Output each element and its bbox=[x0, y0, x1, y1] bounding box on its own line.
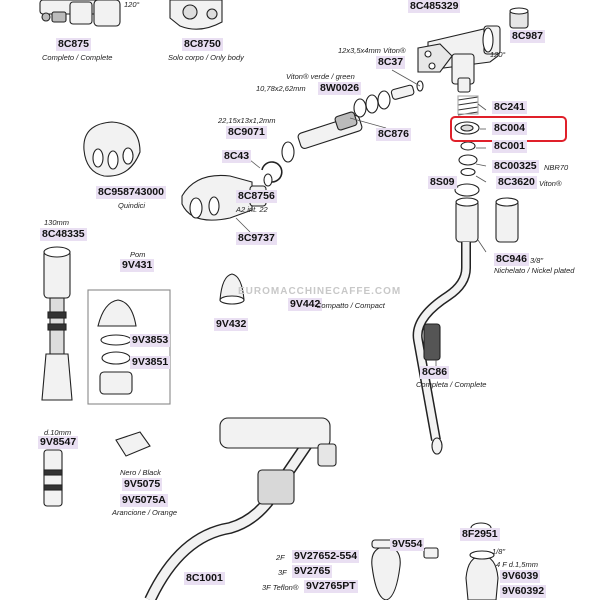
part-code-8f2951: 8F2951 bbox=[460, 528, 500, 541]
part-code-8c876: 8C876 bbox=[376, 128, 411, 141]
note-a2int: A2 int. 22 bbox=[236, 205, 268, 214]
part-code-8c8756: 8C8756 bbox=[236, 190, 277, 203]
part-code-9v27652: 9V27652-554 bbox=[292, 550, 360, 563]
part-code-8c3620: 8C3620 bbox=[496, 176, 537, 189]
part-code-9v6039: 9V6039 bbox=[500, 570, 541, 583]
note-nichelato: Nichelato / Nickel plated bbox=[494, 266, 575, 275]
part-code-9v2765: 9V2765 bbox=[292, 565, 333, 578]
part-code-9v3853: 9V3853 bbox=[130, 334, 171, 347]
part-8s09 bbox=[454, 183, 480, 197]
note-completo: Completo / Complete bbox=[42, 53, 113, 62]
part-code-9v554: 9V554 bbox=[390, 538, 425, 551]
part-8c1001 bbox=[144, 417, 337, 600]
part-code-8c958743000: 8C958743000 bbox=[96, 186, 166, 199]
part-8c86 bbox=[412, 242, 471, 455]
note-38: 3/8" bbox=[530, 256, 544, 265]
note-120-a: 120° bbox=[124, 0, 140, 9]
part-code-8c37: 8C37 bbox=[376, 56, 406, 69]
part-orings bbox=[353, 80, 424, 118]
watermark: EUROMACCHINECAFFE.COM bbox=[238, 286, 402, 297]
note-arancione: Arancione / Orange bbox=[112, 508, 178, 517]
part-code-8c86: 8C86 bbox=[420, 366, 450, 379]
part-8c8756 bbox=[263, 173, 273, 187]
part-8c987 bbox=[509, 7, 529, 29]
note-neroblack: Nero / Black bbox=[120, 468, 161, 477]
part-code-9v442: 9V442 bbox=[288, 298, 323, 311]
note-120-b: 120° bbox=[490, 50, 506, 59]
part-8c875 bbox=[39, 0, 121, 27]
part-code-8c241: 8C241 bbox=[492, 101, 527, 114]
part-8c241 bbox=[457, 95, 479, 116]
note-4f: 4 F d.1,5mm bbox=[496, 560, 538, 569]
part-9v431 bbox=[87, 289, 171, 405]
part-tips bbox=[371, 522, 499, 600]
part-code-8c001: 8C001 bbox=[492, 140, 527, 153]
part-code-8c9737: 8C9737 bbox=[236, 232, 277, 245]
part-code-8c48335: 8C48335 bbox=[40, 228, 87, 241]
note-2f: 2F bbox=[276, 553, 285, 562]
part-code-8c485329: 8C485329 bbox=[408, 0, 461, 13]
part-code-9v5075a: 9V5075A bbox=[120, 494, 168, 507]
part-code-8c00325: 8C00325 bbox=[492, 160, 539, 173]
part-8c958743000 bbox=[83, 121, 141, 177]
part-8c9071 bbox=[281, 141, 295, 163]
part-9v8547 bbox=[43, 449, 63, 507]
part-8c43 bbox=[261, 161, 283, 183]
part-8c946 bbox=[455, 197, 519, 243]
part-code-8c946: 8C946 bbox=[494, 253, 529, 266]
note-compatto: Compatto / Compact bbox=[316, 301, 385, 310]
part-9v432 bbox=[219, 273, 245, 305]
note-d10: d.10mm bbox=[44, 428, 72, 437]
part-code-9v431: 9V431 bbox=[120, 259, 155, 272]
part-code-9v3851: 9V3851 bbox=[130, 356, 171, 369]
part-code-8s09: 8S09 bbox=[428, 176, 457, 189]
part-code-8c8750: 8C8750 bbox=[182, 38, 223, 51]
part-code-9v8547: 9V8547 bbox=[38, 436, 79, 449]
note-18: 1/8" bbox=[492, 547, 506, 556]
note-12x35: 12x3,5x4mm Viton® bbox=[338, 46, 406, 55]
part-code-8w0026: 8W0026 bbox=[318, 82, 362, 95]
note-viton: Viton® bbox=[539, 179, 562, 188]
part-code-8c004: 8C004 bbox=[492, 122, 527, 135]
part-9v5075 bbox=[115, 431, 151, 457]
part-8c8750 bbox=[169, 0, 223, 30]
part-code-8c9071: 8C9071 bbox=[226, 126, 267, 139]
note-vitonverde: Viton® verde / green bbox=[286, 72, 355, 81]
note-1078: 10,78x2,62mm bbox=[256, 84, 306, 93]
part-code-8c987: 8C987 bbox=[510, 30, 545, 43]
note-pom: Pom bbox=[130, 250, 146, 259]
note-nbr70: NBR70 bbox=[544, 163, 569, 172]
note-solocorpo: Solo corpo / Only body bbox=[168, 53, 244, 62]
note-3f: 3F bbox=[278, 568, 287, 577]
note-2215: 22,15x13x1,2mm bbox=[218, 116, 276, 125]
part-8c485329 bbox=[417, 25, 501, 93]
part-code-8c875: 8C875 bbox=[56, 38, 91, 51]
note-130: 130mm bbox=[44, 218, 70, 227]
part-code-8c43: 8C43 bbox=[222, 150, 252, 163]
note-3fteflon: 3F Teflon® bbox=[262, 583, 299, 592]
part-code-9v2765pt: 9V2765PT bbox=[304, 580, 358, 593]
part-8c876 bbox=[297, 111, 363, 150]
note-quindici: Quindici bbox=[118, 201, 146, 210]
part-code-8c1001: 8C1001 bbox=[184, 572, 225, 585]
part-8c001 bbox=[460, 141, 476, 151]
part-code-9v5075: 9V5075 bbox=[122, 478, 163, 491]
part-code-9v60392: 9V60392 bbox=[500, 585, 547, 598]
note-completa: Completa / Complete bbox=[416, 380, 487, 389]
part-code-9v432: 9V432 bbox=[214, 318, 249, 331]
part-8c48335 bbox=[41, 246, 73, 401]
